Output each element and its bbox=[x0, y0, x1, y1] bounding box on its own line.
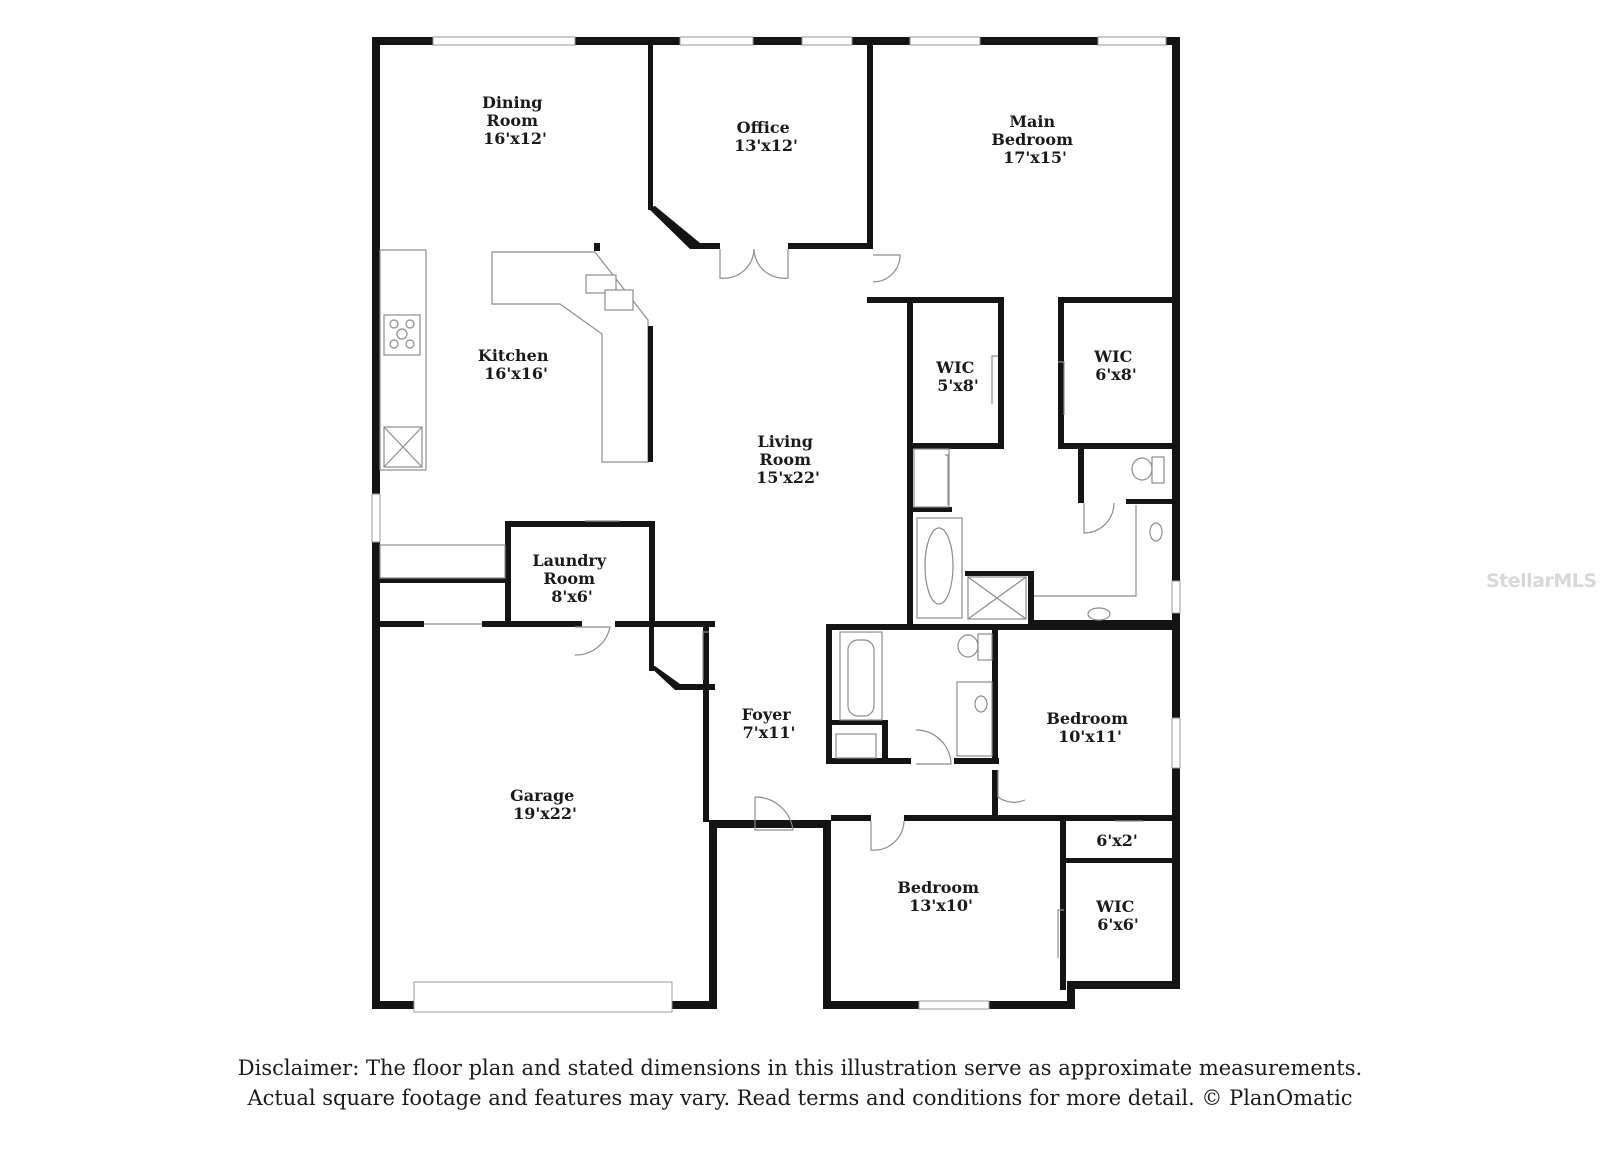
main-bedroom-label: Main Bedroom 17'x15' bbox=[991, 112, 1078, 167]
kitchen-label: Kitchen 16'x16' bbox=[478, 346, 554, 383]
wic-label: WIC 6'x8' bbox=[1093, 347, 1138, 384]
foyer-label: Foyer 7'x11' bbox=[742, 705, 797, 742]
stove-icon bbox=[383, 314, 421, 356]
fridge-icon bbox=[383, 426, 423, 468]
closet-label: 6'x2' bbox=[1096, 831, 1138, 850]
sink-icon bbox=[585, 274, 634, 311]
watermark-logo: StellarMLS bbox=[1486, 570, 1597, 592]
living-room-label: Living Room 15'x22' bbox=[756, 432, 820, 487]
wic-label: WIC 5'x8' bbox=[935, 358, 980, 395]
room-labels: Dining Room 16'x12' Office 13'x12' Main … bbox=[478, 93, 1140, 934]
toilet-icon bbox=[957, 634, 979, 658]
sink-icon bbox=[1149, 522, 1163, 542]
exterior-walls bbox=[372, 37, 1180, 1009]
office-label: Office 13'x12' bbox=[734, 118, 798, 155]
doors bbox=[424, 248, 1143, 958]
interior-walls bbox=[380, 45, 1178, 990]
wic-label: WIC 6'x6' bbox=[1095, 897, 1140, 934]
closet-shelf bbox=[913, 448, 950, 508]
garage-label: Garage 19'x22' bbox=[510, 786, 580, 823]
bath-fixtures bbox=[835, 448, 1165, 759]
toilet-icon bbox=[1131, 457, 1153, 481]
bathtub-icon bbox=[916, 517, 963, 619]
disclaimer-line-2: Actual square footage and features may v… bbox=[247, 1086, 1353, 1110]
windows bbox=[371, 36, 1181, 1013]
disclaimer: Disclaimer: The floor plan and stated di… bbox=[0, 1053, 1600, 1113]
bedroom-label: Bedroom 10'x11' bbox=[1046, 709, 1133, 746]
disclaimer-line-1: Disclaimer: The floor plan and stated di… bbox=[237, 1056, 1363, 1080]
dining-room-label: Dining Room 16'x12' bbox=[482, 93, 548, 148]
kitchen-fixtures bbox=[379, 243, 653, 579]
laundry-room-label: Laundry Room 8'x6' bbox=[532, 551, 611, 606]
bedroom-label: Bedroom 13'x10' bbox=[897, 878, 984, 915]
vanity bbox=[956, 681, 993, 757]
